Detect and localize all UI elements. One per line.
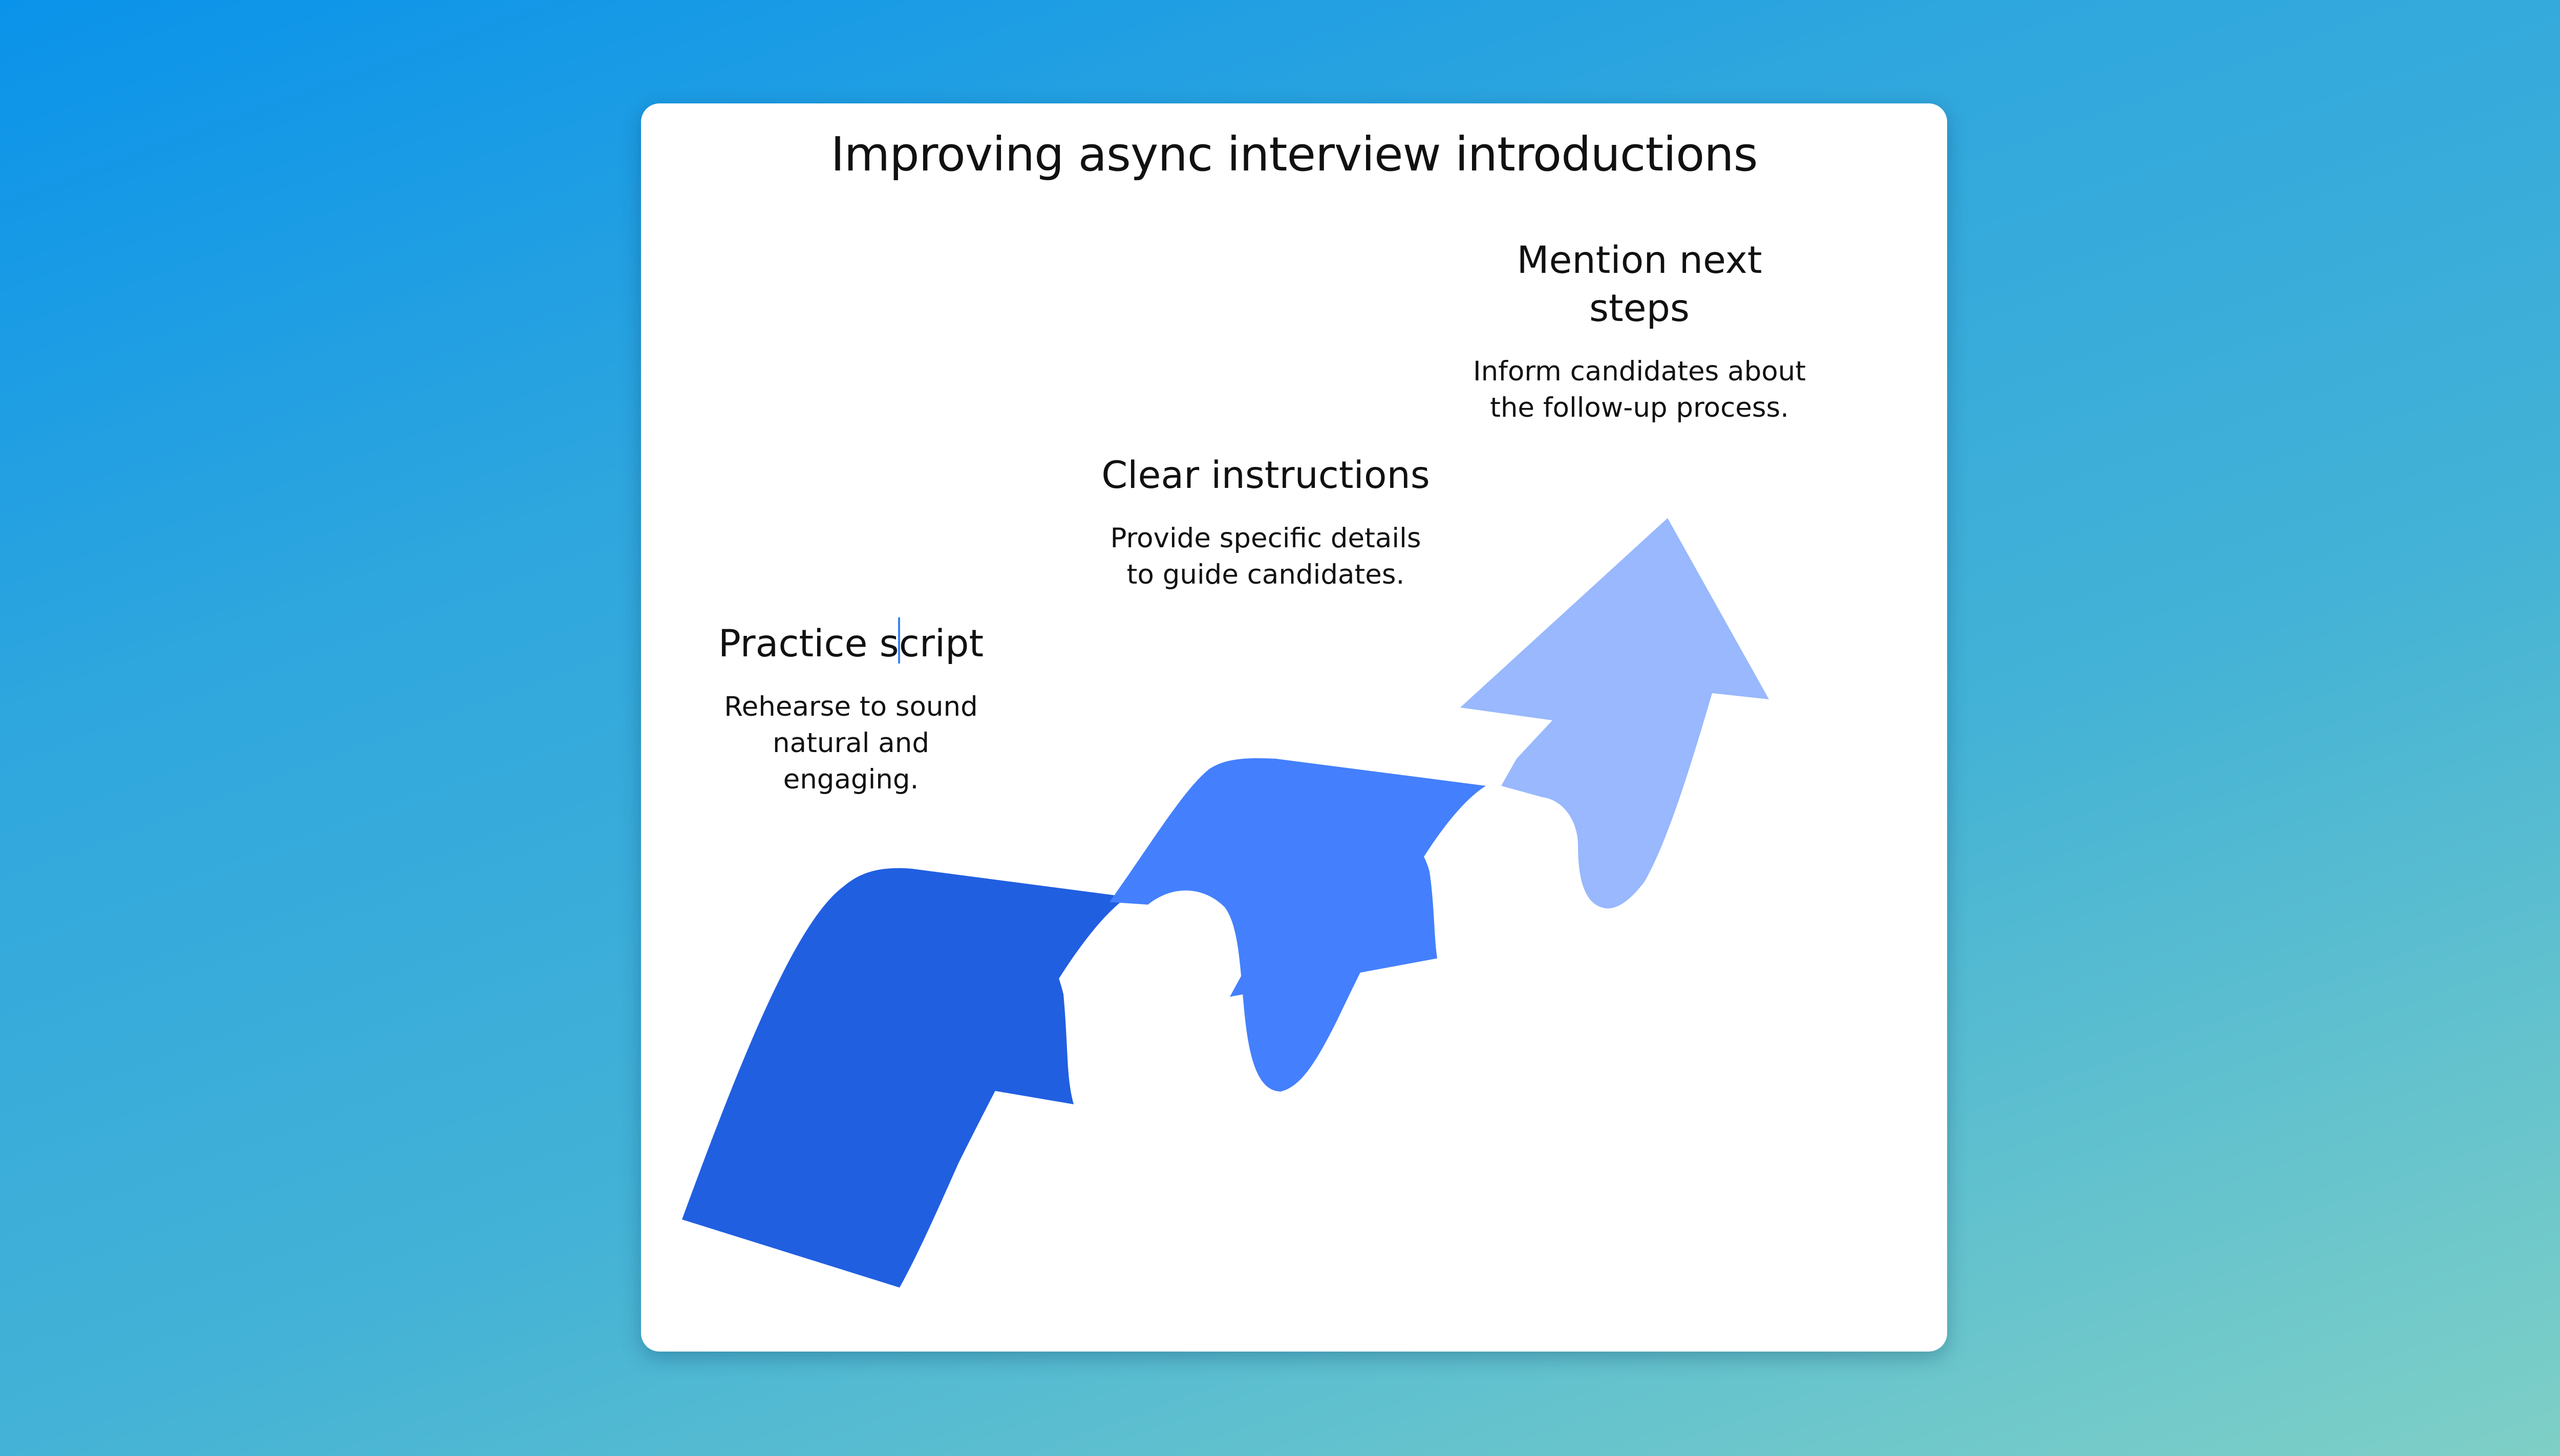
step-title[interactable]: Practice script	[718, 617, 984, 668]
step-description-line: Inform candidates about	[1473, 356, 1806, 387]
step-description: Rehearse to sound natural and engaging.	[718, 689, 984, 798]
step-description: Provide specific details to guide candid…	[1086, 520, 1445, 593]
step-title-part: Practice s	[718, 622, 899, 666]
diagram-card: Improving async interview introductions …	[641, 103, 1947, 1352]
ribbon-fold-1	[869, 927, 1074, 1104]
step-description-line: natural and engaging.	[773, 727, 929, 795]
text-cursor	[898, 617, 900, 663]
step-description-line: the follow-up process.	[1490, 392, 1789, 423]
rising-ribbon-arrow	[682, 518, 1769, 1288]
step-title-line: steps	[1589, 287, 1690, 330]
ribbon-segment-3-arrow	[1460, 518, 1769, 909]
step-mention-next-steps: Mention next steps Inform candidates abo…	[1455, 237, 1824, 426]
step-title: Mention next steps	[1455, 237, 1824, 333]
step-description-line: Provide specific details	[1110, 523, 1421, 554]
step-description: Inform candidates about the follow-up pr…	[1455, 353, 1824, 426]
ribbon-fold-2	[1230, 827, 1437, 997]
step-title-line: Mention next	[1517, 239, 1762, 282]
step-title-part: cript	[899, 622, 984, 666]
step-description-line: to guide candidates.	[1126, 559, 1405, 590]
step-title: Clear instructions	[1101, 454, 1430, 497]
step-practice-script: Practice script Rehearse to sound natura…	[718, 617, 984, 798]
step-description-line: Rehearse to sound	[724, 691, 978, 722]
diagram-title: Improving async interview introductions	[830, 127, 1758, 182]
step-clear-instructions: Clear instructions Provide specific deta…	[1086, 452, 1445, 593]
